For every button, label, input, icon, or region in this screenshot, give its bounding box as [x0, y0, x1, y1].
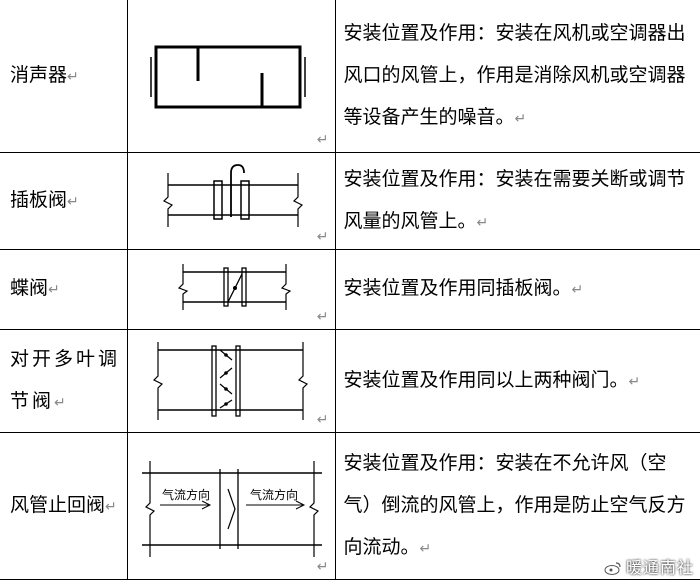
row-name-cell: 风管止回阀↵	[0, 431, 128, 580]
return-mark: ↵	[571, 282, 584, 298]
symbol-cell: 气流方向 气流方向 ↵	[126, 431, 336, 580]
watermark: 暖通南社	[604, 554, 694, 578]
return-mark: ↵	[54, 394, 69, 411]
butterfly-valve-symbol	[177, 264, 291, 310]
return-mark: ↵	[316, 228, 329, 245]
return-mark: ↵	[67, 193, 79, 210]
return-mark: ↵	[105, 498, 117, 515]
return-mark: ↵	[67, 68, 79, 85]
table-row: 对开多叶调节阀↵	[0, 328, 700, 433]
flow-direction-label-right: 气流方向	[250, 487, 298, 502]
symbol-cell: ↵	[126, 0, 336, 153]
table-row: 蝶阀↵ ↵ 安装位置及作用同插板阀。↵	[0, 248, 700, 330]
symbol-cell: ↵	[126, 328, 336, 433]
table-row: 风管止回阀↵ 气流方向 气流方向 ↵	[0, 431, 700, 580]
row-desc-cell: 安装位置及作用：安装在不允许风（空气）倒流的风管上，作用是防止空气反方向流动。↵	[334, 431, 700, 580]
return-mark: ↵	[316, 411, 329, 428]
weibo-logo-icon	[604, 562, 621, 575]
symbol-cell: ↵	[126, 151, 336, 250]
slide-valve-symbol	[162, 164, 303, 227]
silencer-symbol	[149, 45, 306, 109]
return-mark: ↵	[476, 214, 489, 231]
return-mark: ↵	[514, 110, 527, 127]
return-mark: ↵	[419, 540, 432, 557]
return-mark: ↵	[48, 282, 60, 298]
return-mark: ↵	[316, 558, 329, 575]
symbol-cell: ↵	[126, 248, 336, 330]
return-mark: ↵	[316, 131, 329, 148]
multi-blade-damper-symbol	[152, 342, 308, 420]
row-desc-cell: 安装位置及作用：安装在风机或空调器出风口的风管上，作用是消除风机或空调器等设备产…	[334, 0, 700, 153]
check-valve-symbol: 气流方向 气流方向	[141, 461, 322, 557]
watermark-text: 暖通南社	[625, 558, 694, 577]
row-desc-cell: 安装位置及作用：安装在需要关断或调节风量的风管上。↵	[334, 151, 700, 250]
row-name-cell: 消声器↵	[0, 0, 128, 153]
table-row: 插板阀↵ ↵ 安装位置及作用：安装在需要关断或调节风量的风管上。↵	[0, 151, 700, 250]
row-desc-cell: 安装位置及作用同插板阀。↵	[334, 248, 700, 330]
return-mark: ↵	[316, 308, 329, 325]
row-name-cell: 插板阀↵	[0, 151, 128, 250]
row-desc-cell: 安装位置及作用同以上两种阀门。↵	[334, 328, 700, 433]
flow-direction-label-left: 气流方向	[162, 487, 210, 502]
table-row: 消声器↵ ↵ 安装位置及作用：安装在风机或空调器出风口的风管上，作用是消除风机或…	[0, 0, 700, 153]
row-name-cell: 蝶阀↵	[0, 248, 128, 330]
return-mark: ↵	[628, 373, 641, 390]
row-name-cell: 对开多叶调节阀↵	[0, 328, 128, 433]
